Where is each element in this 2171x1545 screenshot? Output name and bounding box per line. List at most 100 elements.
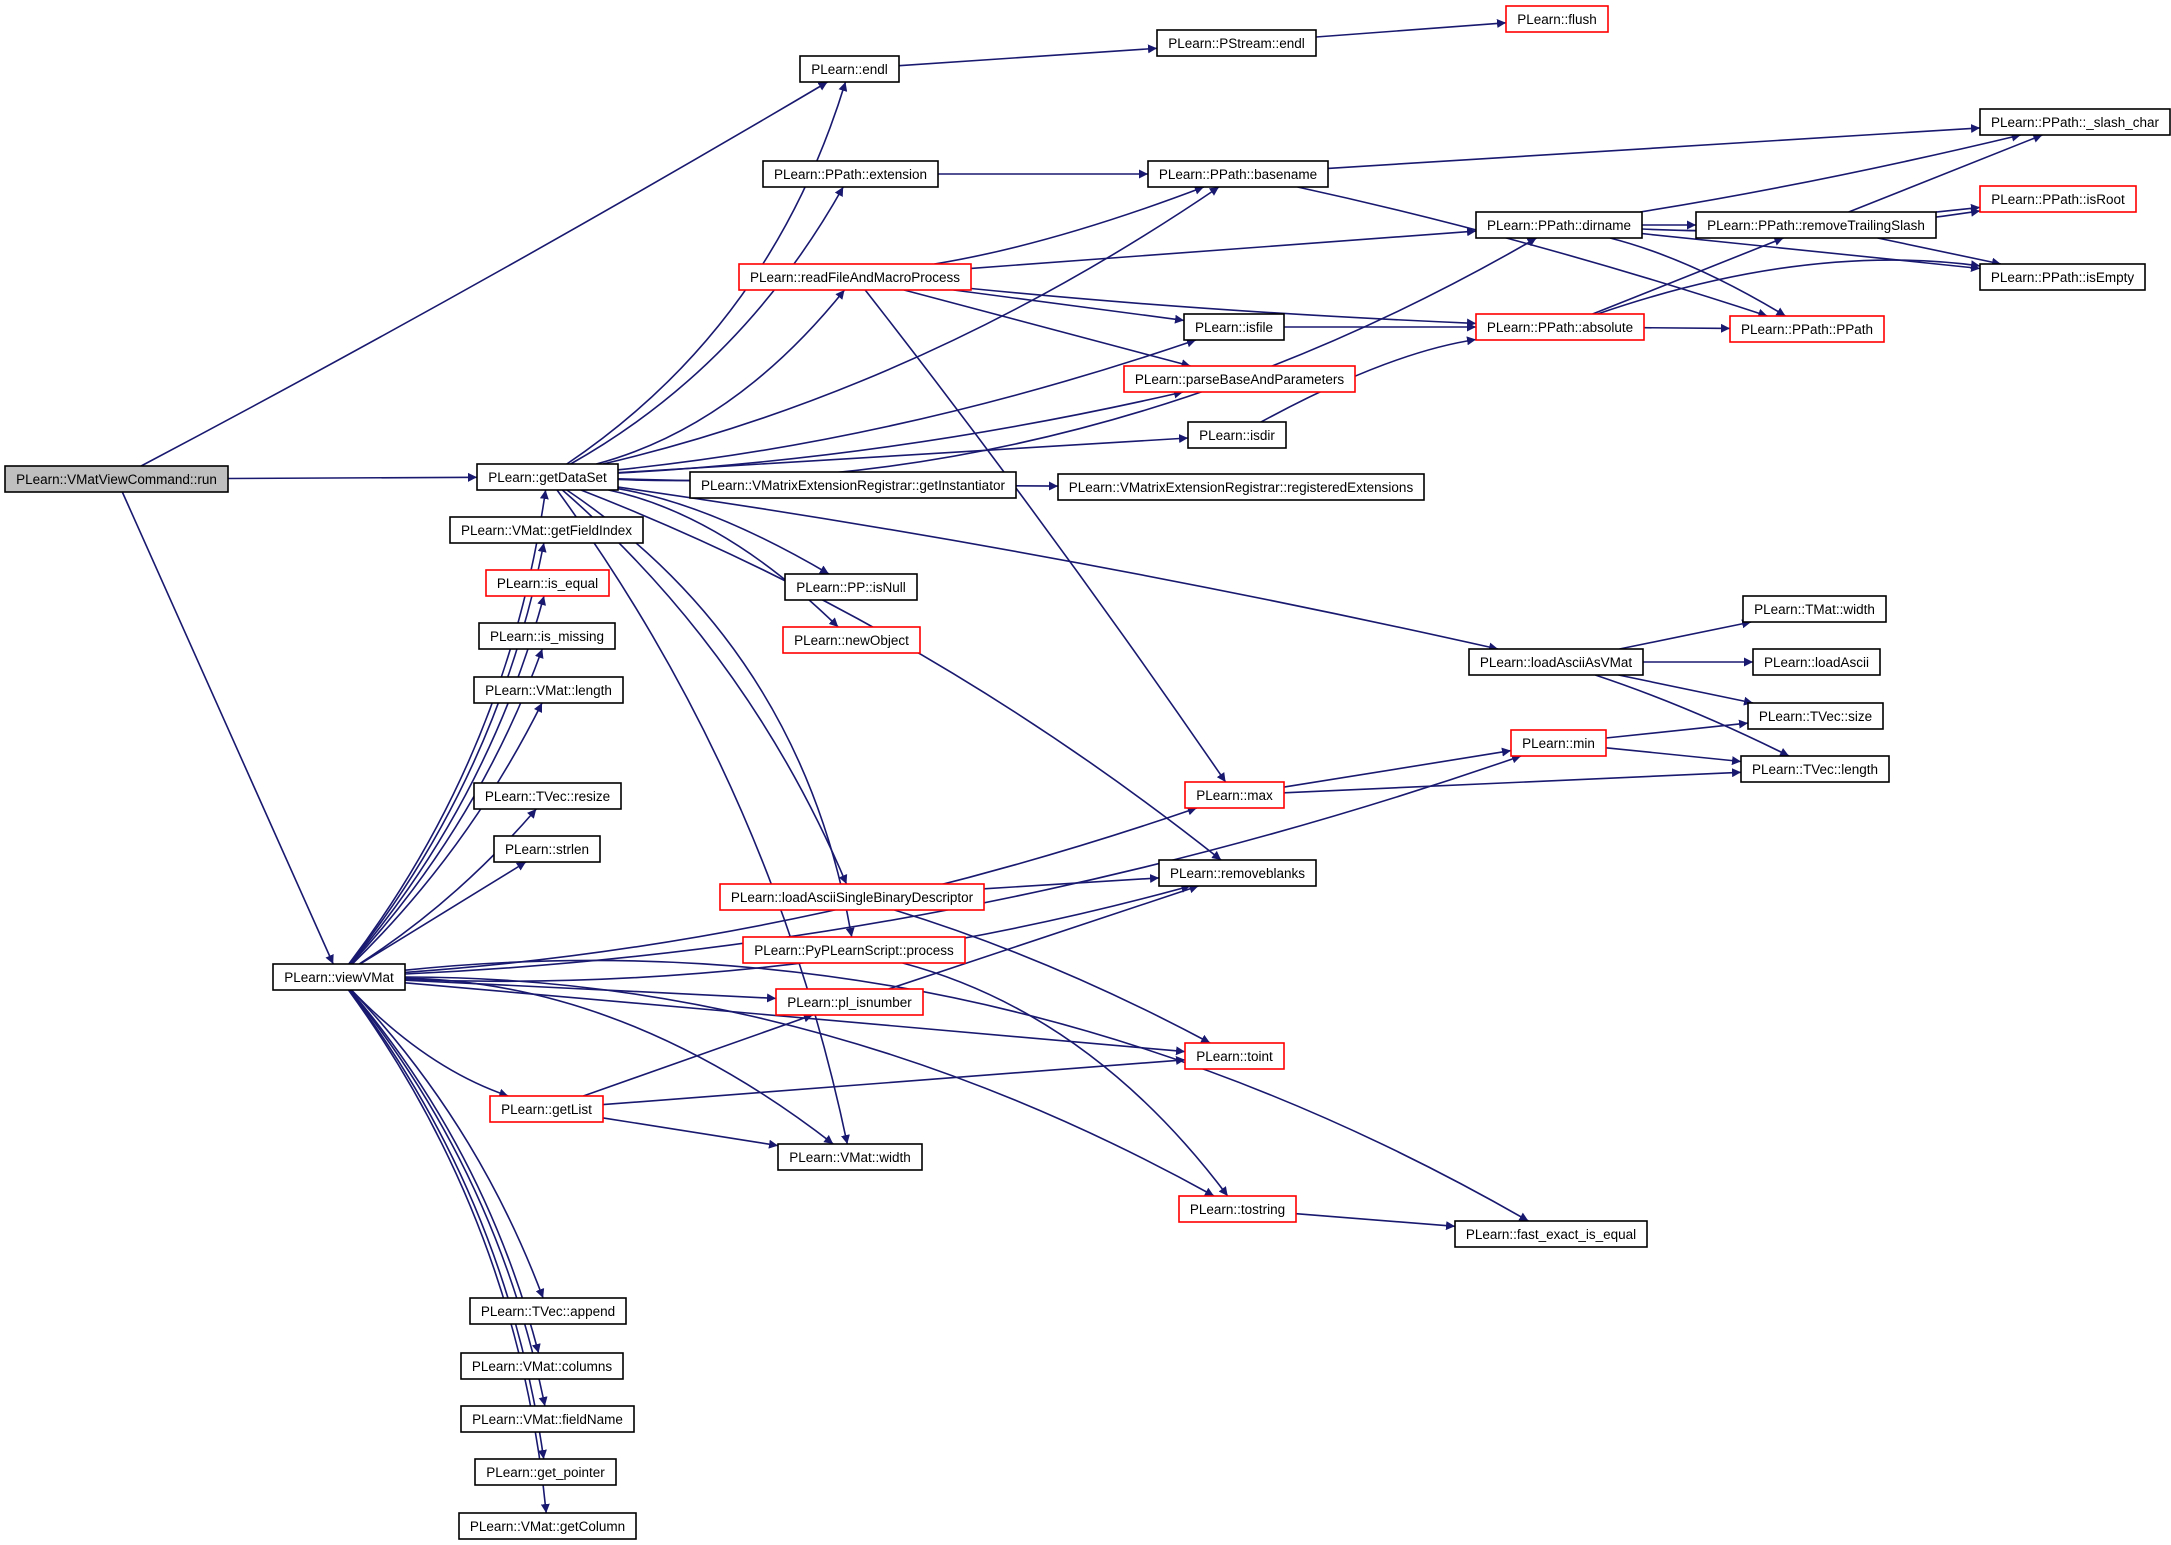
node-endl[interactable]: PLearn::endl (799, 55, 900, 83)
node-box (1979, 263, 2146, 291)
edge-loadsinglebin-to-toint (894, 909, 1211, 1044)
edge-readfile-to-absolute (970, 287, 1477, 328)
edge-path (1639, 132, 2021, 213)
node-box (777, 1143, 923, 1171)
node-box (473, 782, 622, 810)
edge-path (602, 186, 1220, 465)
node-getdataset[interactable]: PLearn::getDataSet (476, 463, 619, 491)
node-vmat-getcolumn[interactable]: PLearn::VMat::getColumn (458, 1512, 637, 1540)
node-basename[interactable]: PLearn::PPath::basename (1147, 160, 1329, 188)
node-vmat-columns[interactable]: PLearn::VMat::columns (460, 1352, 624, 1380)
edge-path (903, 289, 1191, 369)
node-fast-exact[interactable]: PLearn::fast_exact_is_equal (1454, 1220, 1648, 1248)
edge-path (898, 44, 1158, 67)
node-isnull[interactable]: PLearn::PP::isNull (784, 573, 918, 601)
node-pyprocess[interactable]: PLearn::PyPLearnScript::process (742, 936, 966, 964)
node-isroot[interactable]: PLearn::PPath::isRoot (1979, 185, 2137, 213)
node-tvec-resize[interactable]: PLearn::TVec::resize (473, 782, 622, 810)
edge-path (566, 489, 855, 938)
node-pstream-endl[interactable]: PLearn::PStream::endl (1156, 29, 1317, 57)
node-removeblanks[interactable]: PLearn::removeblanks (1158, 859, 1317, 887)
node-tvec-append[interactable]: PLearn::TVec::append (469, 1297, 627, 1325)
node-layer: PLearn::VMatViewCommand::run PLearn::endl… (4, 5, 2171, 1540)
edge-dirname-to-ppath (1609, 237, 1786, 317)
node-getinstantiator[interactable]: PLearn::VMatrixExtensionRegistrar::getIn… (689, 471, 1017, 499)
node-label: PLearn::strlen (505, 842, 589, 857)
edge-removetrailing-to-slash-char (1848, 134, 2043, 213)
edge-viewvmat-to-tvec-resize (358, 808, 537, 965)
edge-viewvmat-to-vmat-fieldname (348, 989, 548, 1407)
edge-path (617, 434, 1189, 474)
node-removetrailing[interactable]: PLearn::PPath::removeTrailingSlash (1695, 211, 1937, 239)
node-tostring[interactable]: PLearn::tostring (1178, 1195, 1297, 1223)
node-vmat-fieldname[interactable]: PLearn::VMat::fieldName (460, 1405, 635, 1433)
node-is-missing[interactable]: PLearn::is_missing (478, 622, 616, 650)
node-box (689, 471, 1017, 499)
node-dirname[interactable]: PLearn::PPath::dirname (1475, 211, 1643, 239)
node-label: PLearn::flush (1517, 12, 1597, 27)
edge-path (983, 873, 1160, 890)
node-label: PLearn::getDataSet (488, 470, 607, 485)
edge-viewvmat-to-vmat-getcolumn (347, 989, 550, 1514)
edge-removetrailing-to-isempty (1877, 237, 2002, 267)
node-loadsinglebin[interactable]: PLearn::loadAsciiSingleBinaryDescriptor (719, 883, 985, 911)
node-box (1183, 313, 1285, 341)
edge-readfile-to-parsebase (903, 289, 1191, 369)
edge-getlist-to-toint (602, 1056, 1186, 1106)
node-label: PLearn::PPath::basename (1159, 167, 1317, 182)
node-pl-isnumber[interactable]: PLearn::pl_isnumber (775, 988, 924, 1016)
node-box (1156, 29, 1317, 57)
node-min[interactable]: PLearn::min (1510, 729, 1607, 757)
node-flush[interactable]: PLearn::flush (1505, 5, 1609, 33)
edge-path (347, 989, 550, 1514)
node-absolute[interactable]: PLearn::PPath::absolute (1475, 313, 1645, 341)
edge-path (602, 1117, 779, 1149)
node-regext[interactable]: PLearn::VMatrixExtensionRegistrar::regis… (1057, 473, 1425, 501)
node-tvec-length[interactable]: PLearn::TVec::length (1740, 755, 1890, 783)
node-box (493, 835, 601, 863)
edge-getdataset-to-isfile (617, 338, 1197, 471)
edge-min-to-tvec-length (1605, 747, 1742, 766)
node-run[interactable]: PLearn::VMatViewCommand::run (4, 465, 229, 493)
node-box (1979, 108, 2171, 136)
node-is-equal[interactable]: PLearn::is_equal (485, 569, 610, 597)
node-label: PLearn::TVec::append (481, 1304, 615, 1319)
node-parsebase[interactable]: PLearn::parseBaseAndParameters (1123, 365, 1356, 393)
node-viewvmat[interactable]: PLearn::viewVMat (272, 963, 406, 991)
edge-viewvmat-to-vmat-width (404, 977, 834, 1145)
node-label: PLearn::VMatViewCommand::run (16, 472, 217, 487)
node-label: PLearn::PPath::_slash_char (1991, 115, 2160, 130)
node-tmat-width[interactable]: PLearn::TMat::width (1742, 595, 1887, 623)
edge-path (602, 1056, 1186, 1106)
node-get-pointer[interactable]: PLearn::get_pointer (474, 1458, 617, 1486)
node-ppath[interactable]: PLearn::PPath::PPath (1729, 315, 1885, 343)
node-label: PLearn::PPath::isRoot (1991, 192, 2125, 207)
node-vmat-width[interactable]: PLearn::VMat::width (777, 1143, 923, 1171)
node-label: PLearn::parseBaseAndParameters (1135, 372, 1345, 387)
edge-path (404, 979, 777, 1003)
node-getlist[interactable]: PLearn::getList (489, 1095, 604, 1123)
edge-loadsinglebin-to-removeblanks (983, 873, 1160, 890)
node-isempty[interactable]: PLearn::PPath::isEmpty (1979, 263, 2146, 291)
node-box (1187, 421, 1287, 449)
node-toint[interactable]: PLearn::toint (1184, 1042, 1285, 1070)
node-label: PLearn::isdir (1199, 428, 1275, 443)
node-tvec-size[interactable]: PLearn::TVec::size (1747, 702, 1884, 730)
node-loadascii[interactable]: PLearn::loadAscii (1752, 648, 1881, 676)
node-isdir[interactable]: PLearn::isdir (1187, 421, 1287, 449)
node-max[interactable]: PLearn::max (1184, 781, 1285, 809)
node-extension[interactable]: PLearn::PPath::extension (762, 160, 939, 188)
edge-viewvmat-to-is-equal (349, 595, 546, 965)
node-newobject[interactable]: PLearn::newObject (782, 626, 921, 654)
node-isfile[interactable]: PLearn::isfile (1183, 313, 1285, 341)
node-vmat-length[interactable]: PLearn::VMat::length (473, 676, 624, 704)
node-loadasciiasvmat[interactable]: PLearn::loadAsciiAsVMat (1468, 648, 1644, 676)
node-strlen[interactable]: PLearn::strlen (493, 835, 601, 863)
edge-isdir-to-absolute (1260, 336, 1477, 423)
node-getfieldindex[interactable]: PLearn::VMat::getFieldIndex (449, 516, 644, 544)
edge-path (864, 289, 1227, 783)
node-slash-char[interactable]: PLearn::PPath::_slash_char (1979, 108, 2171, 136)
node-readfile[interactable]: PLearn::readFileAndMacroProcess (738, 263, 972, 291)
node-label: PLearn::VMatrixExtensionRegistrar::regis… (1069, 480, 1414, 495)
